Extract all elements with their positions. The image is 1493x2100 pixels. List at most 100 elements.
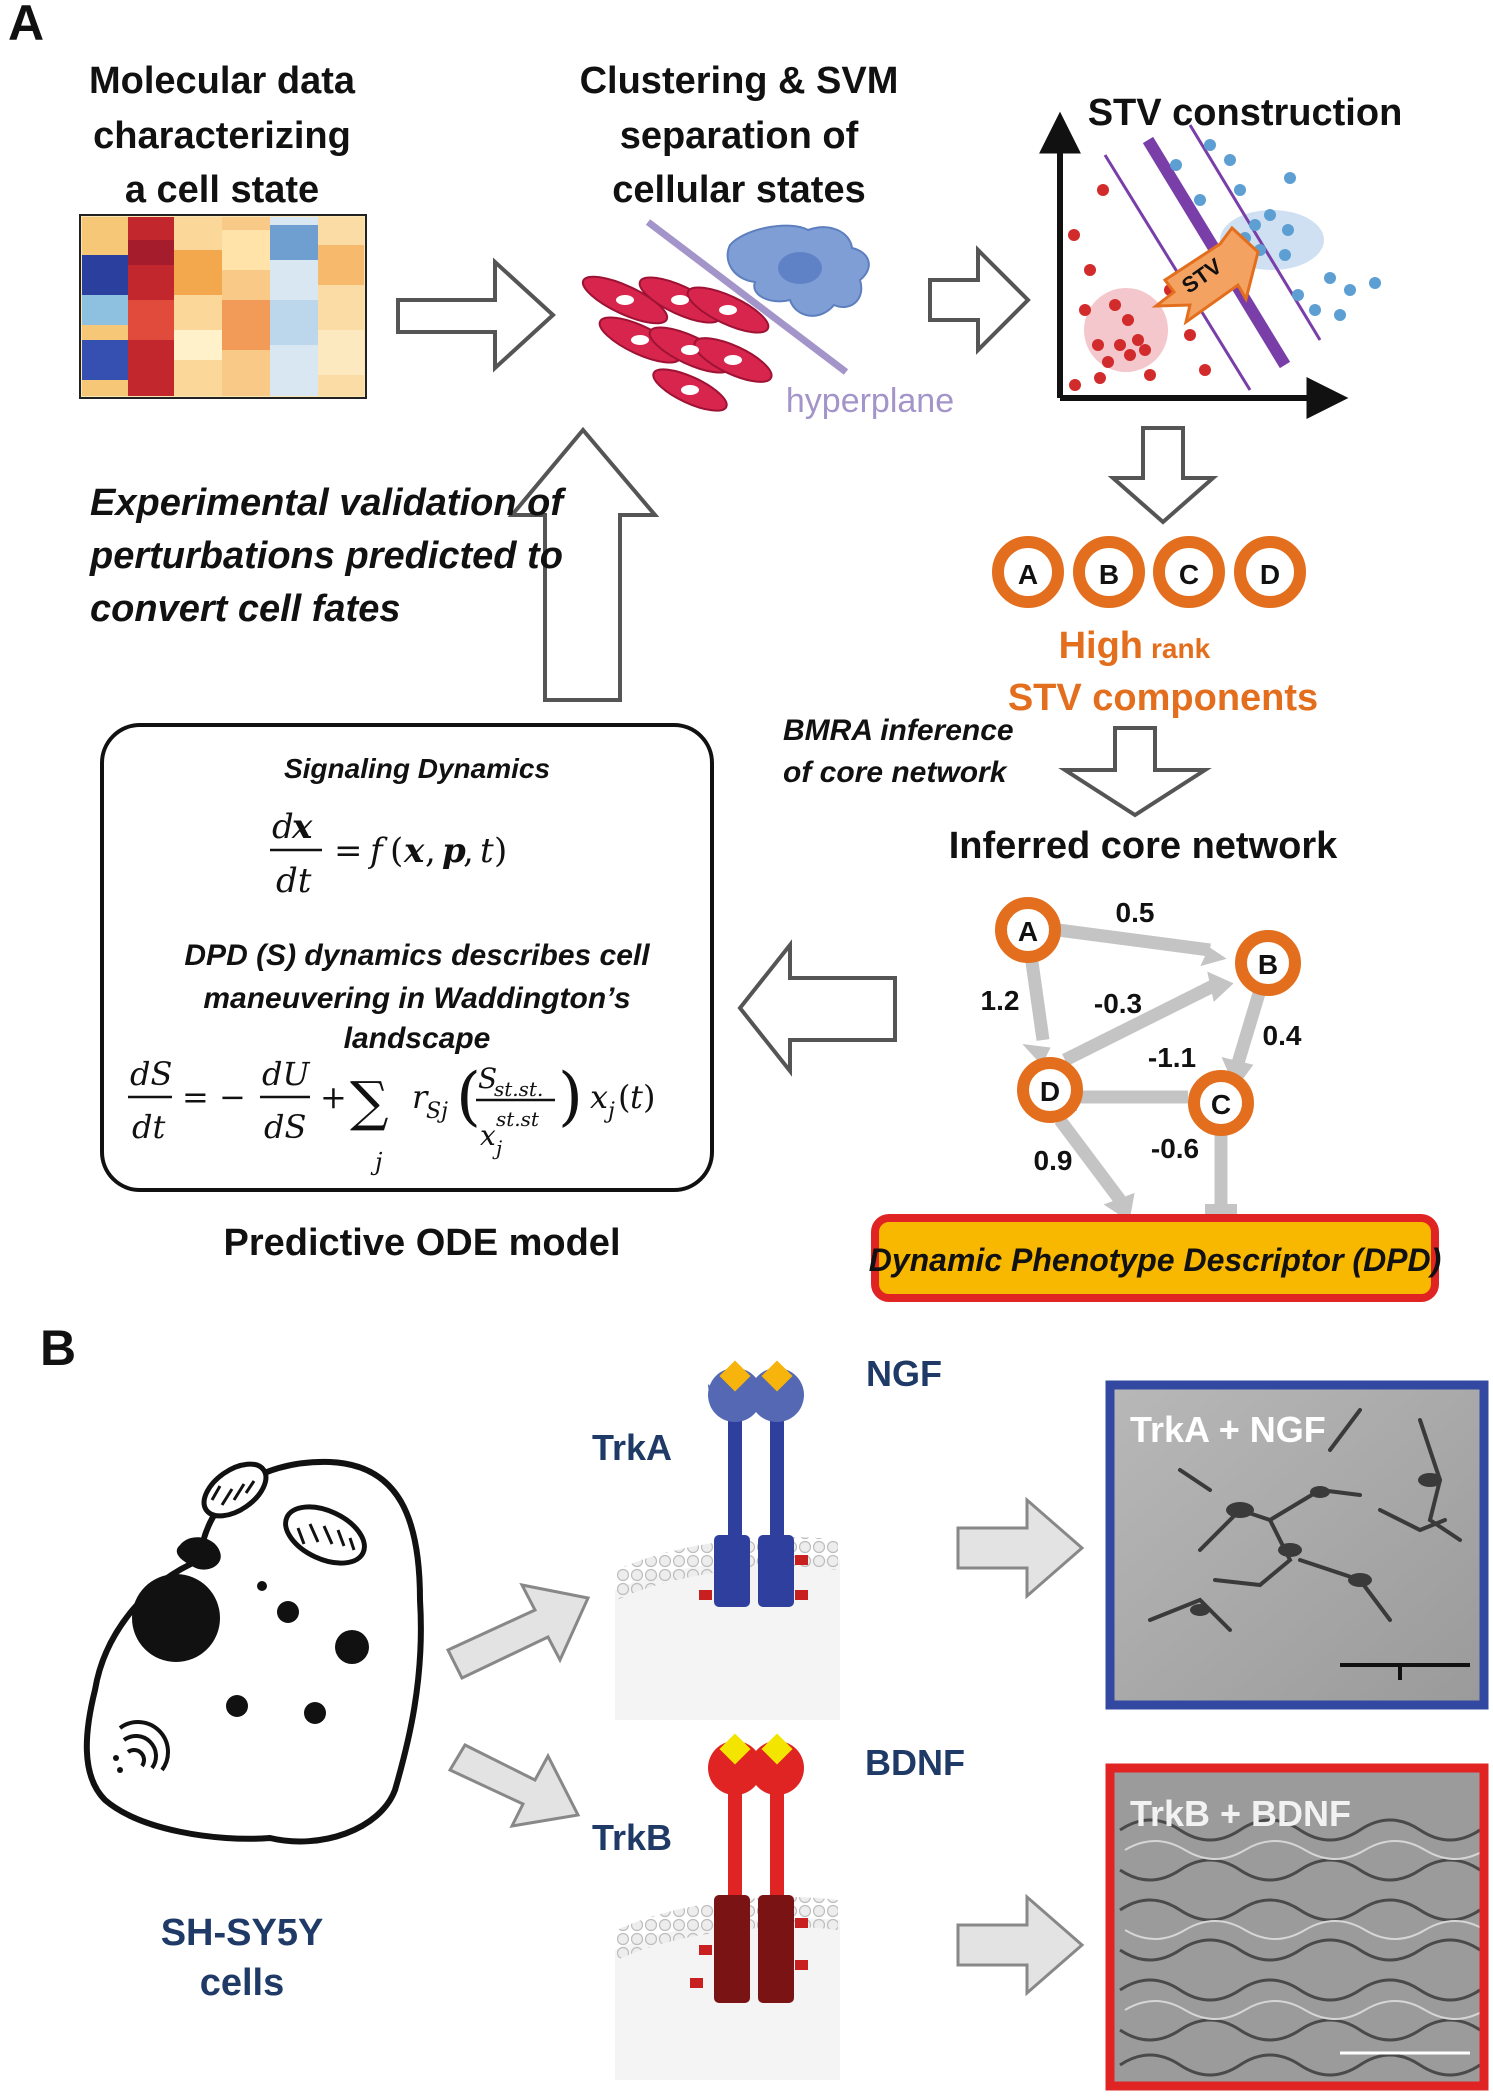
model-caption: Predictive ODE model	[223, 1222, 620, 1264]
clustering-title-line3: cellular states	[612, 169, 865, 211]
edge-weight-b-c: 0.4	[1263, 1020, 1302, 1051]
svg-text:p: p	[442, 831, 466, 871]
arrow-to-trkb-image	[956, 1893, 1085, 1997]
validation-line3: convert cell fates	[90, 588, 400, 630]
arrow-to-trka-image	[956, 1496, 1085, 1600]
molecular-title-line2: characterizing	[93, 115, 351, 157]
arrow-validation	[507, 426, 660, 702]
svg-text:d: d	[272, 807, 294, 847]
svg-text:dU: dU	[262, 1055, 310, 1093]
svg-text:+: +	[320, 1078, 347, 1116]
arrow-to-components	[1107, 426, 1219, 525]
svg-text:dt: dt	[276, 861, 312, 901]
component-node-d	[1234, 536, 1306, 608]
edge-weight-a-d: 1.2	[981, 985, 1020, 1016]
arrow-to-stv	[928, 245, 1031, 355]
stv-plot	[1039, 111, 1381, 419]
network-node-a	[995, 897, 1061, 963]
components-high: High	[1059, 625, 1143, 667]
svg-text:S: S	[478, 1062, 497, 1095]
cell-label-line2: cells	[200, 1962, 285, 2004]
svg-text:Sj: Sj	[426, 1099, 448, 1124]
svg-text:r: r	[412, 1078, 429, 1116]
arrow-cell-to-trkb	[447, 1743, 581, 1828]
dpd-box	[871, 1214, 1439, 1302]
svg-text:,: ,	[463, 831, 474, 871]
component-label-c: C	[1179, 559, 1199, 590]
svg-text:= −: = −	[182, 1078, 246, 1116]
signaling-equation: dx dt = f ( x , p , t )	[270, 807, 507, 901]
network-node-d	[1017, 1057, 1083, 1123]
panel-a-label: A	[8, 0, 44, 51]
svg-text:(: (	[390, 831, 403, 871]
svg-text:(: (	[456, 1060, 481, 1134]
arrow-cell-to-trka	[445, 1582, 591, 1680]
network-node-b	[1235, 930, 1301, 996]
edge-weight-c-d: -1.1	[1148, 1042, 1196, 1073]
sh-sy5y-cell-illustration	[83, 1458, 424, 1845]
svg-text:x: x	[291, 807, 313, 847]
svg-text:(: (	[618, 1078, 630, 1116]
edge-weight-d-b: -0.3	[1094, 988, 1142, 1019]
svg-text:): )	[643, 1078, 655, 1116]
dpd-equation: dS dt = − dU dS + ∑ j r Sj ( S st.st. x …	[128, 1055, 655, 1176]
bdnf-label: BDNF	[865, 1742, 965, 1783]
svg-text:∑: ∑	[350, 1070, 389, 1133]
molecular-title-line1: Molecular data	[89, 60, 356, 102]
svg-text:t: t	[480, 831, 494, 871]
validation-line1: Experimental validation of	[90, 482, 566, 524]
stv-title: STV construction	[1088, 92, 1403, 134]
svg-text:dS: dS	[130, 1055, 172, 1093]
svg-text:j: j	[492, 1136, 502, 1160]
trka-ngf-micrograph	[1105, 1380, 1489, 1710]
network-label-a: A	[1018, 916, 1038, 947]
network-label-c: C	[1211, 1089, 1231, 1120]
svg-text:x: x	[480, 1119, 496, 1152]
heatmap	[79, 214, 367, 399]
trkb-label: TrkB	[592, 1817, 672, 1858]
network-label-d: D	[1040, 1076, 1060, 1107]
trka-receptor-illustration	[615, 1360, 840, 1720]
ode-model-box	[100, 723, 714, 1192]
arrow-to-network	[1058, 726, 1212, 818]
dpd-dynamics-line2: maneuvering in Waddington’s	[203, 982, 630, 1015]
cell-label-line1: SH-SY5Y	[161, 1912, 324, 1954]
hyperplane-label: hyperplane	[786, 382, 954, 420]
bmra-line2: of core network	[783, 756, 1008, 789]
component-nodes	[992, 536, 1306, 608]
svg-text:x: x	[403, 831, 425, 871]
arrow-to-clustering	[396, 257, 556, 373]
svg-text:dt: dt	[132, 1108, 165, 1146]
network-nodes	[995, 897, 1301, 1136]
clustering-title-line1: Clustering & SVM	[580, 60, 899, 102]
svg-text:st.st.: st.st.	[494, 1077, 543, 1101]
svg-text:t: t	[630, 1078, 643, 1116]
arrow-to-model	[737, 939, 897, 1077]
edge-weight-a-b: 0.5	[1116, 897, 1155, 928]
svg-text:=: =	[334, 831, 363, 871]
cell-clusters-illustration	[581, 219, 870, 412]
trkb-image-label: TrkB + BDNF	[1130, 1793, 1351, 1834]
svg-text:): )	[494, 831, 507, 871]
svg-text:,: ,	[425, 831, 436, 871]
component-node-a	[992, 536, 1064, 608]
svg-text:): )	[558, 1060, 583, 1134]
component-node-c	[1153, 536, 1225, 608]
trka-label: TrkA	[592, 1427, 672, 1468]
network-title: Inferred core network	[949, 825, 1338, 867]
dpd-box-label: Dynamic Phenotype Descriptor (DPD)	[869, 1242, 1442, 1278]
network-label-b: B	[1258, 949, 1278, 980]
svg-text:x: x	[590, 1078, 608, 1116]
bmra-line1: BMRA inference	[783, 714, 1014, 747]
trkb-bdnf-micrograph	[1105, 1763, 1489, 2091]
components-rank: rank	[1151, 633, 1211, 664]
svg-text:st.st: st.st	[496, 1107, 540, 1131]
ngf-label: NGF	[866, 1353, 942, 1394]
trkb-receptor-illustration	[615, 1733, 840, 2080]
network-node-c	[1188, 1070, 1254, 1136]
signaling-title: Signaling Dynamics	[284, 753, 550, 784]
molecular-title-line3: a cell state	[125, 169, 319, 211]
clustering-title-line2: separation of	[620, 115, 859, 157]
component-label-a: A	[1018, 559, 1038, 590]
